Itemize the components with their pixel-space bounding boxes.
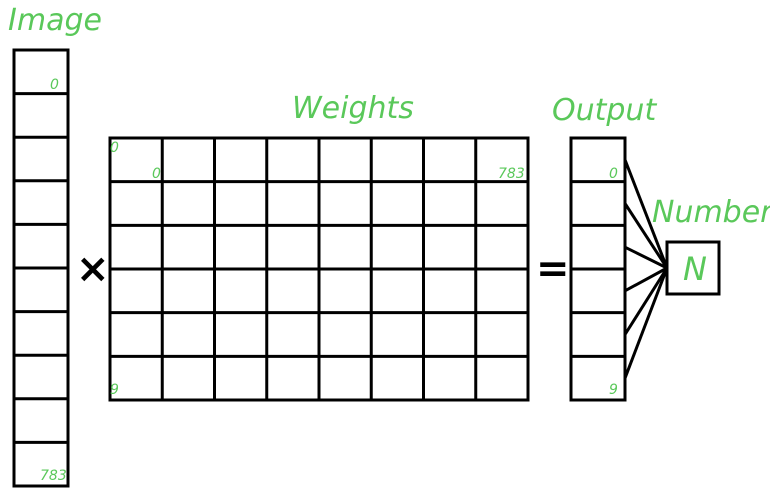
output-to-number-connectors [623,159,669,379]
weights-matrix: 0 0 783 9 [108,136,530,402]
output-title: Output [552,93,657,128]
connector-line [623,267,669,336]
connector-line [623,202,669,269]
image-vector: 0 783 [12,48,70,488]
connector-line [624,266,668,293]
output-last-index: 9 [609,382,618,398]
number-box: N [665,240,721,296]
connector-line [623,267,669,379]
output-first-index: 0 [609,166,618,182]
multiply-operator: × [76,246,110,292]
output-vector: 0 9 [569,136,627,402]
output-vector-cells [571,180,625,358]
image-last-index: 783 [40,468,67,484]
weights-matrix-grid [110,138,528,400]
image-first-index: 0 [50,77,59,93]
weights-row-first-index: 0 [110,140,119,156]
image-title: Image [8,3,102,38]
equals-operator: = [536,246,570,292]
weights-col-first-index: 0 [152,166,161,182]
image-vector-cells [14,92,68,444]
number-symbol: N [683,250,707,288]
number-title: Number [652,195,770,230]
connector-line [624,245,668,270]
connector-line [623,159,669,269]
weights-title: Weights [292,91,414,126]
number-box-frame [665,240,721,296]
weights-row-last-index: 9 [110,382,119,398]
weights-col-last-index: 783 [498,166,525,182]
